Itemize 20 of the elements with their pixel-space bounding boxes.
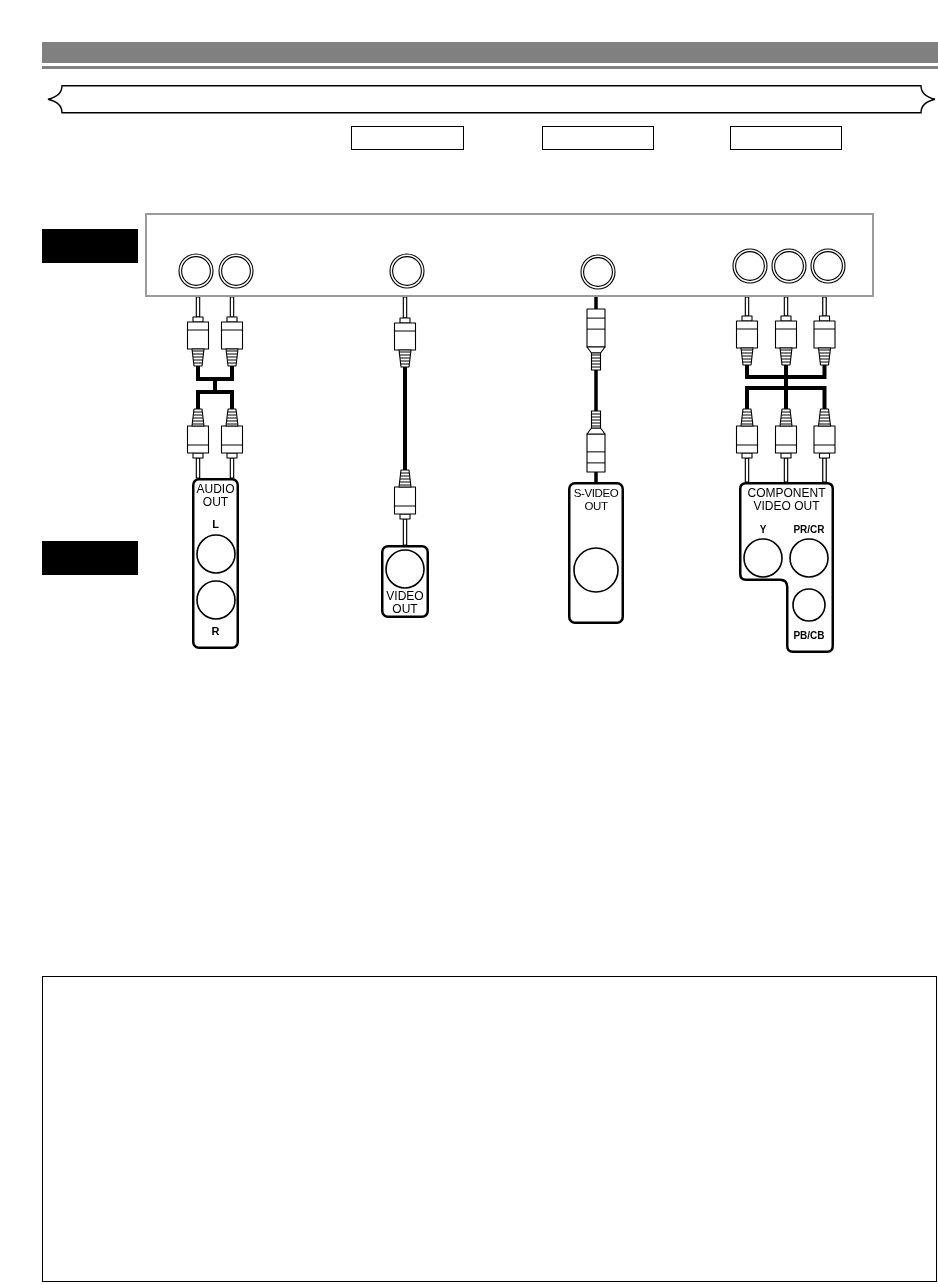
cable bbox=[393, 296, 417, 546]
cable bbox=[186, 295, 244, 480]
channel-label: L bbox=[212, 518, 219, 530]
channel-label: PB/CB bbox=[793, 630, 825, 641]
label-tag bbox=[42, 541, 138, 575]
rear-panel bbox=[145, 213, 874, 297]
channel-label: PR/CR bbox=[793, 524, 825, 535]
jack-panel bbox=[381, 545, 429, 618]
cable bbox=[586, 297, 606, 482]
jack-panel bbox=[192, 478, 239, 649]
jack-panel bbox=[739, 482, 834, 653]
jack-label: AUDIO OUT bbox=[195, 483, 236, 509]
jack-label: S-VIDEO OUT bbox=[572, 487, 620, 512]
jack-label: VIDEO OUT bbox=[385, 590, 425, 616]
jack-label: COMPONENT VIDEO OUT bbox=[746, 487, 827, 513]
channel-label: Y bbox=[759, 524, 767, 535]
channel-label: R bbox=[211, 625, 220, 637]
jack-panel bbox=[568, 482, 624, 624]
cable bbox=[735, 295, 836, 484]
label-tag bbox=[42, 229, 138, 263]
